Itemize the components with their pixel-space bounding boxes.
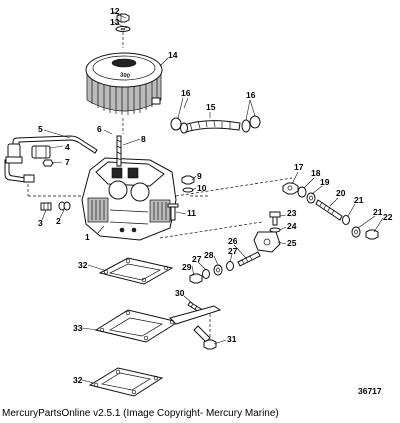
callout-26: 26 bbox=[228, 236, 238, 246]
hose-clamp-left[interactable] bbox=[170, 117, 188, 134]
callout-17: 17 bbox=[294, 162, 304, 172]
callout-20: 20 bbox=[336, 188, 346, 198]
callout-27a: 27 bbox=[228, 246, 238, 256]
screw-23[interactable] bbox=[269, 211, 281, 226]
nut-31[interactable] bbox=[203, 339, 217, 350]
washer-21b[interactable] bbox=[351, 226, 361, 238]
callout-21a: 21 bbox=[354, 195, 364, 205]
callout-14: 14 bbox=[168, 50, 178, 60]
callout-11: 11 bbox=[187, 208, 196, 218]
callout-16a: 16 bbox=[181, 88, 191, 98]
callout-6: 6 bbox=[97, 124, 102, 134]
callout-33: 33 bbox=[73, 323, 83, 333]
nut-22[interactable] bbox=[365, 229, 379, 240]
callout-22: 22 bbox=[383, 212, 393, 222]
gasket-32-lower[interactable] bbox=[88, 367, 164, 397]
carburetor-stud[interactable] bbox=[116, 135, 122, 167]
callout-10: 10 bbox=[197, 183, 207, 193]
air-cleaner-assembly[interactable]: 300 bbox=[85, 52, 163, 115]
air-cleaner-nut[interactable] bbox=[116, 13, 130, 23]
air-cleaner-washer[interactable] bbox=[115, 26, 131, 32]
washer-27a[interactable] bbox=[226, 261, 234, 271]
callout-1: 1 bbox=[85, 232, 90, 242]
callout-32a: 32 bbox=[78, 260, 88, 270]
spacer-19[interactable] bbox=[306, 192, 316, 204]
callout-30: 30 bbox=[175, 288, 185, 298]
callout-24: 24 bbox=[287, 221, 297, 231]
callout-3: 3 bbox=[38, 218, 43, 228]
inlet-gasket[interactable] bbox=[58, 201, 71, 211]
carburetor-body[interactable] bbox=[81, 157, 177, 241]
callout-32b: 32 bbox=[73, 375, 83, 385]
callout-29: 29 bbox=[182, 262, 192, 272]
hose-clamp-right[interactable] bbox=[241, 115, 261, 133]
callout-27b: 27 bbox=[192, 254, 202, 264]
throttle-bracket-25[interactable] bbox=[253, 231, 281, 253]
vent-hose[interactable] bbox=[180, 120, 241, 134]
callout-9: 9 bbox=[197, 171, 202, 181]
callout-8: 8 bbox=[141, 134, 146, 144]
callout-19: 19 bbox=[320, 177, 330, 187]
callout-labels: 1 2 3 4 5 6 7 8 9 10 11 12 13 14 15 16 1… bbox=[38, 6, 393, 385]
callout-23: 23 bbox=[287, 208, 297, 218]
washer-21a[interactable] bbox=[342, 215, 350, 225]
nut-29[interactable] bbox=[189, 273, 203, 284]
callout-31: 31 bbox=[227, 334, 237, 344]
callout-5: 5 bbox=[38, 124, 43, 134]
washer-27b[interactable] bbox=[202, 269, 210, 279]
gasket-32-upper[interactable] bbox=[98, 257, 174, 285]
nut-9[interactable] bbox=[181, 175, 195, 185]
inlet-plug[interactable] bbox=[40, 202, 52, 211]
callout-2: 2 bbox=[56, 216, 61, 226]
image-caption: MercuryPartsOnline v2.5.1 (Image Copyrig… bbox=[2, 408, 279, 419]
callout-7: 7 bbox=[65, 157, 70, 167]
callout-16b: 16 bbox=[246, 90, 256, 100]
stud-20[interactable] bbox=[315, 199, 343, 221]
callout-12: 12 bbox=[110, 6, 120, 16]
bracket-screw-11[interactable] bbox=[167, 203, 179, 221]
fuel-line[interactable] bbox=[4, 135, 98, 183]
fuel-inlet-fitting[interactable] bbox=[42, 159, 54, 167]
callout-21b: 21 bbox=[373, 207, 383, 217]
spacer-plate-33[interactable] bbox=[94, 305, 222, 343]
bushing-28[interactable] bbox=[213, 264, 223, 276]
nut-17[interactable] bbox=[282, 182, 299, 195]
callout-4: 4 bbox=[65, 142, 70, 152]
air-cleaner-text: 300 bbox=[119, 72, 130, 79]
callout-28: 28 bbox=[204, 250, 214, 260]
washer-24[interactable] bbox=[269, 227, 281, 233]
washer-10[interactable] bbox=[182, 187, 194, 193]
throttle-stud-26[interactable] bbox=[237, 251, 261, 267]
leader-lines bbox=[41, 11, 384, 384]
fuel-filter[interactable] bbox=[31, 145, 51, 159]
drawing-number: 36717 bbox=[358, 386, 382, 396]
callout-18: 18 bbox=[311, 168, 321, 178]
washer-18[interactable] bbox=[297, 186, 307, 198]
callout-13: 13 bbox=[110, 17, 120, 27]
callout-25: 25 bbox=[287, 238, 297, 248]
callout-15: 15 bbox=[206, 102, 216, 112]
